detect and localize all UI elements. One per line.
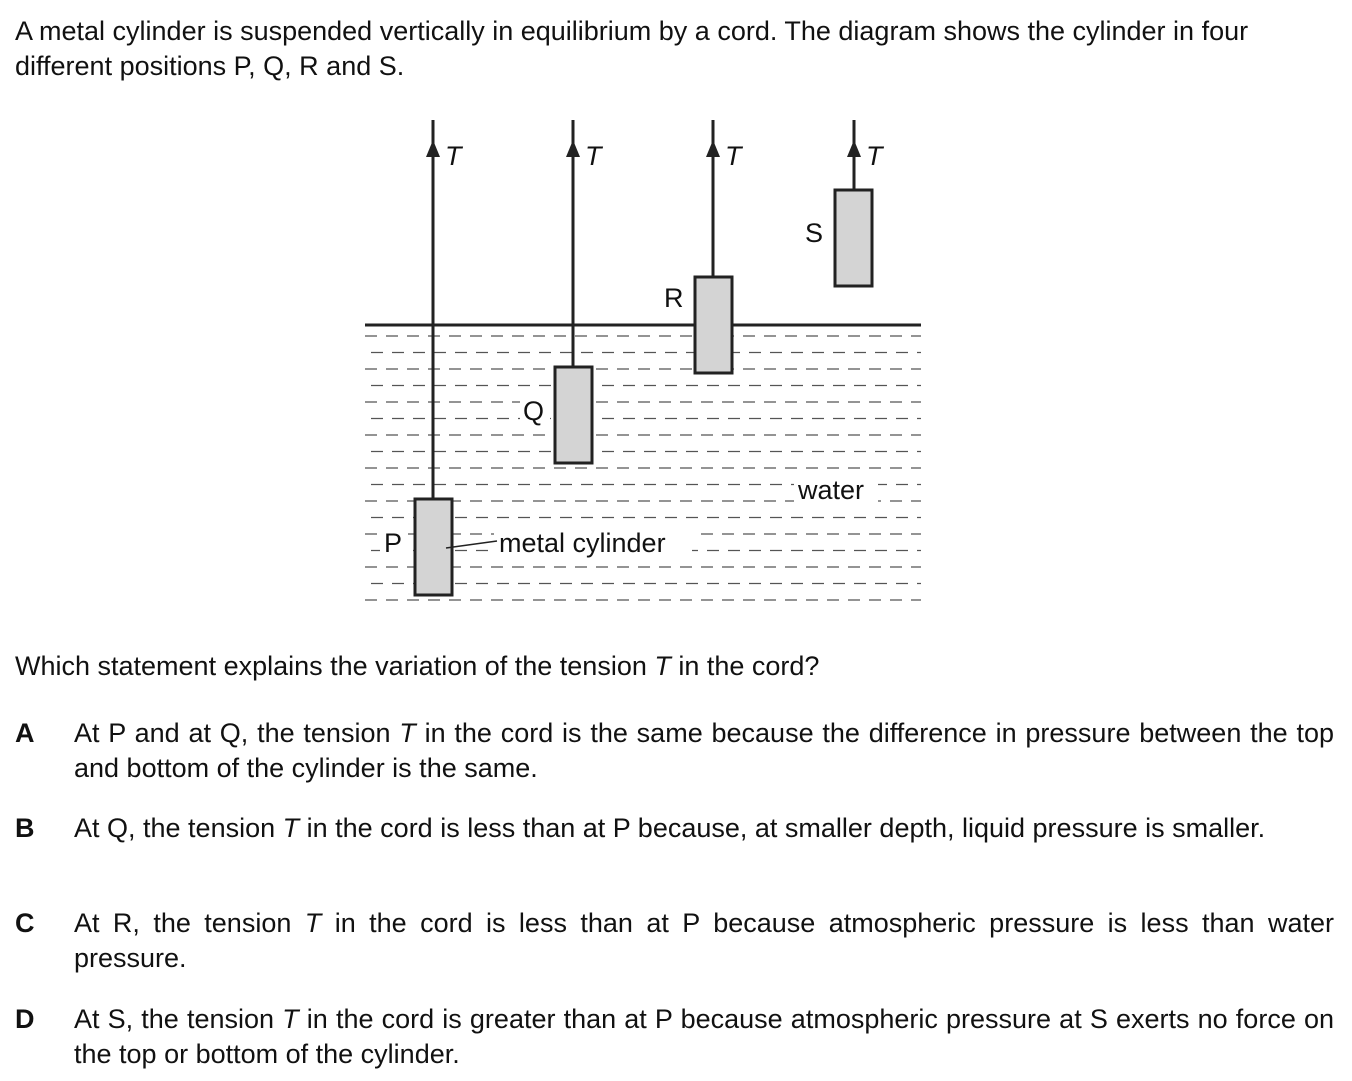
tension-label-r: T [725, 141, 744, 171]
position-label-q: Q [523, 396, 544, 426]
tension-label-q: T [585, 141, 604, 171]
intro-text: A metal cylinder is suspended vertically… [15, 16, 1249, 81]
cord-q [566, 120, 580, 367]
cylinder-r [693, 275, 734, 375]
cord-p [426, 120, 440, 499]
option-text: At R, the tension T in the cord is less … [74, 908, 1334, 973]
option-letter: D [15, 1004, 35, 1034]
position-label-p: P [384, 528, 402, 558]
tension-label-p: T [445, 141, 464, 171]
option-letter: A [15, 718, 35, 748]
cylinder-label: metal cylinder [499, 528, 666, 558]
water-label: water [797, 475, 864, 505]
option-letter: B [15, 813, 35, 843]
tension-label-s: T [866, 141, 885, 171]
cylinder-diagram: T T T T P Q R S water metal cylinder [365, 120, 921, 601]
tension-arrow-s [847, 140, 861, 157]
cord-r [706, 120, 720, 277]
tension-arrow-q [566, 140, 580, 157]
cylinder-leader-line [445, 540, 498, 549]
cylinder-s [833, 188, 874, 288]
position-label-s: S [805, 218, 823, 248]
question-text: Which statement explains the variation o… [15, 651, 820, 681]
cylinder-q [553, 365, 594, 465]
option-text: At Q, the tension T in the cord is less … [74, 813, 1266, 843]
option-letter: C [15, 908, 35, 938]
cylinder-p [413, 497, 454, 597]
option-text: At S, the tension T in the cord is great… [74, 1004, 1334, 1069]
cord-s [847, 120, 861, 190]
tension-arrow-p [426, 140, 440, 157]
tension-arrow-r [706, 140, 720, 157]
tension-symbol: T [654, 651, 671, 681]
option-text: At P and at Q, the tension T in the cord… [74, 718, 1334, 783]
position-label-r: R [664, 283, 684, 313]
